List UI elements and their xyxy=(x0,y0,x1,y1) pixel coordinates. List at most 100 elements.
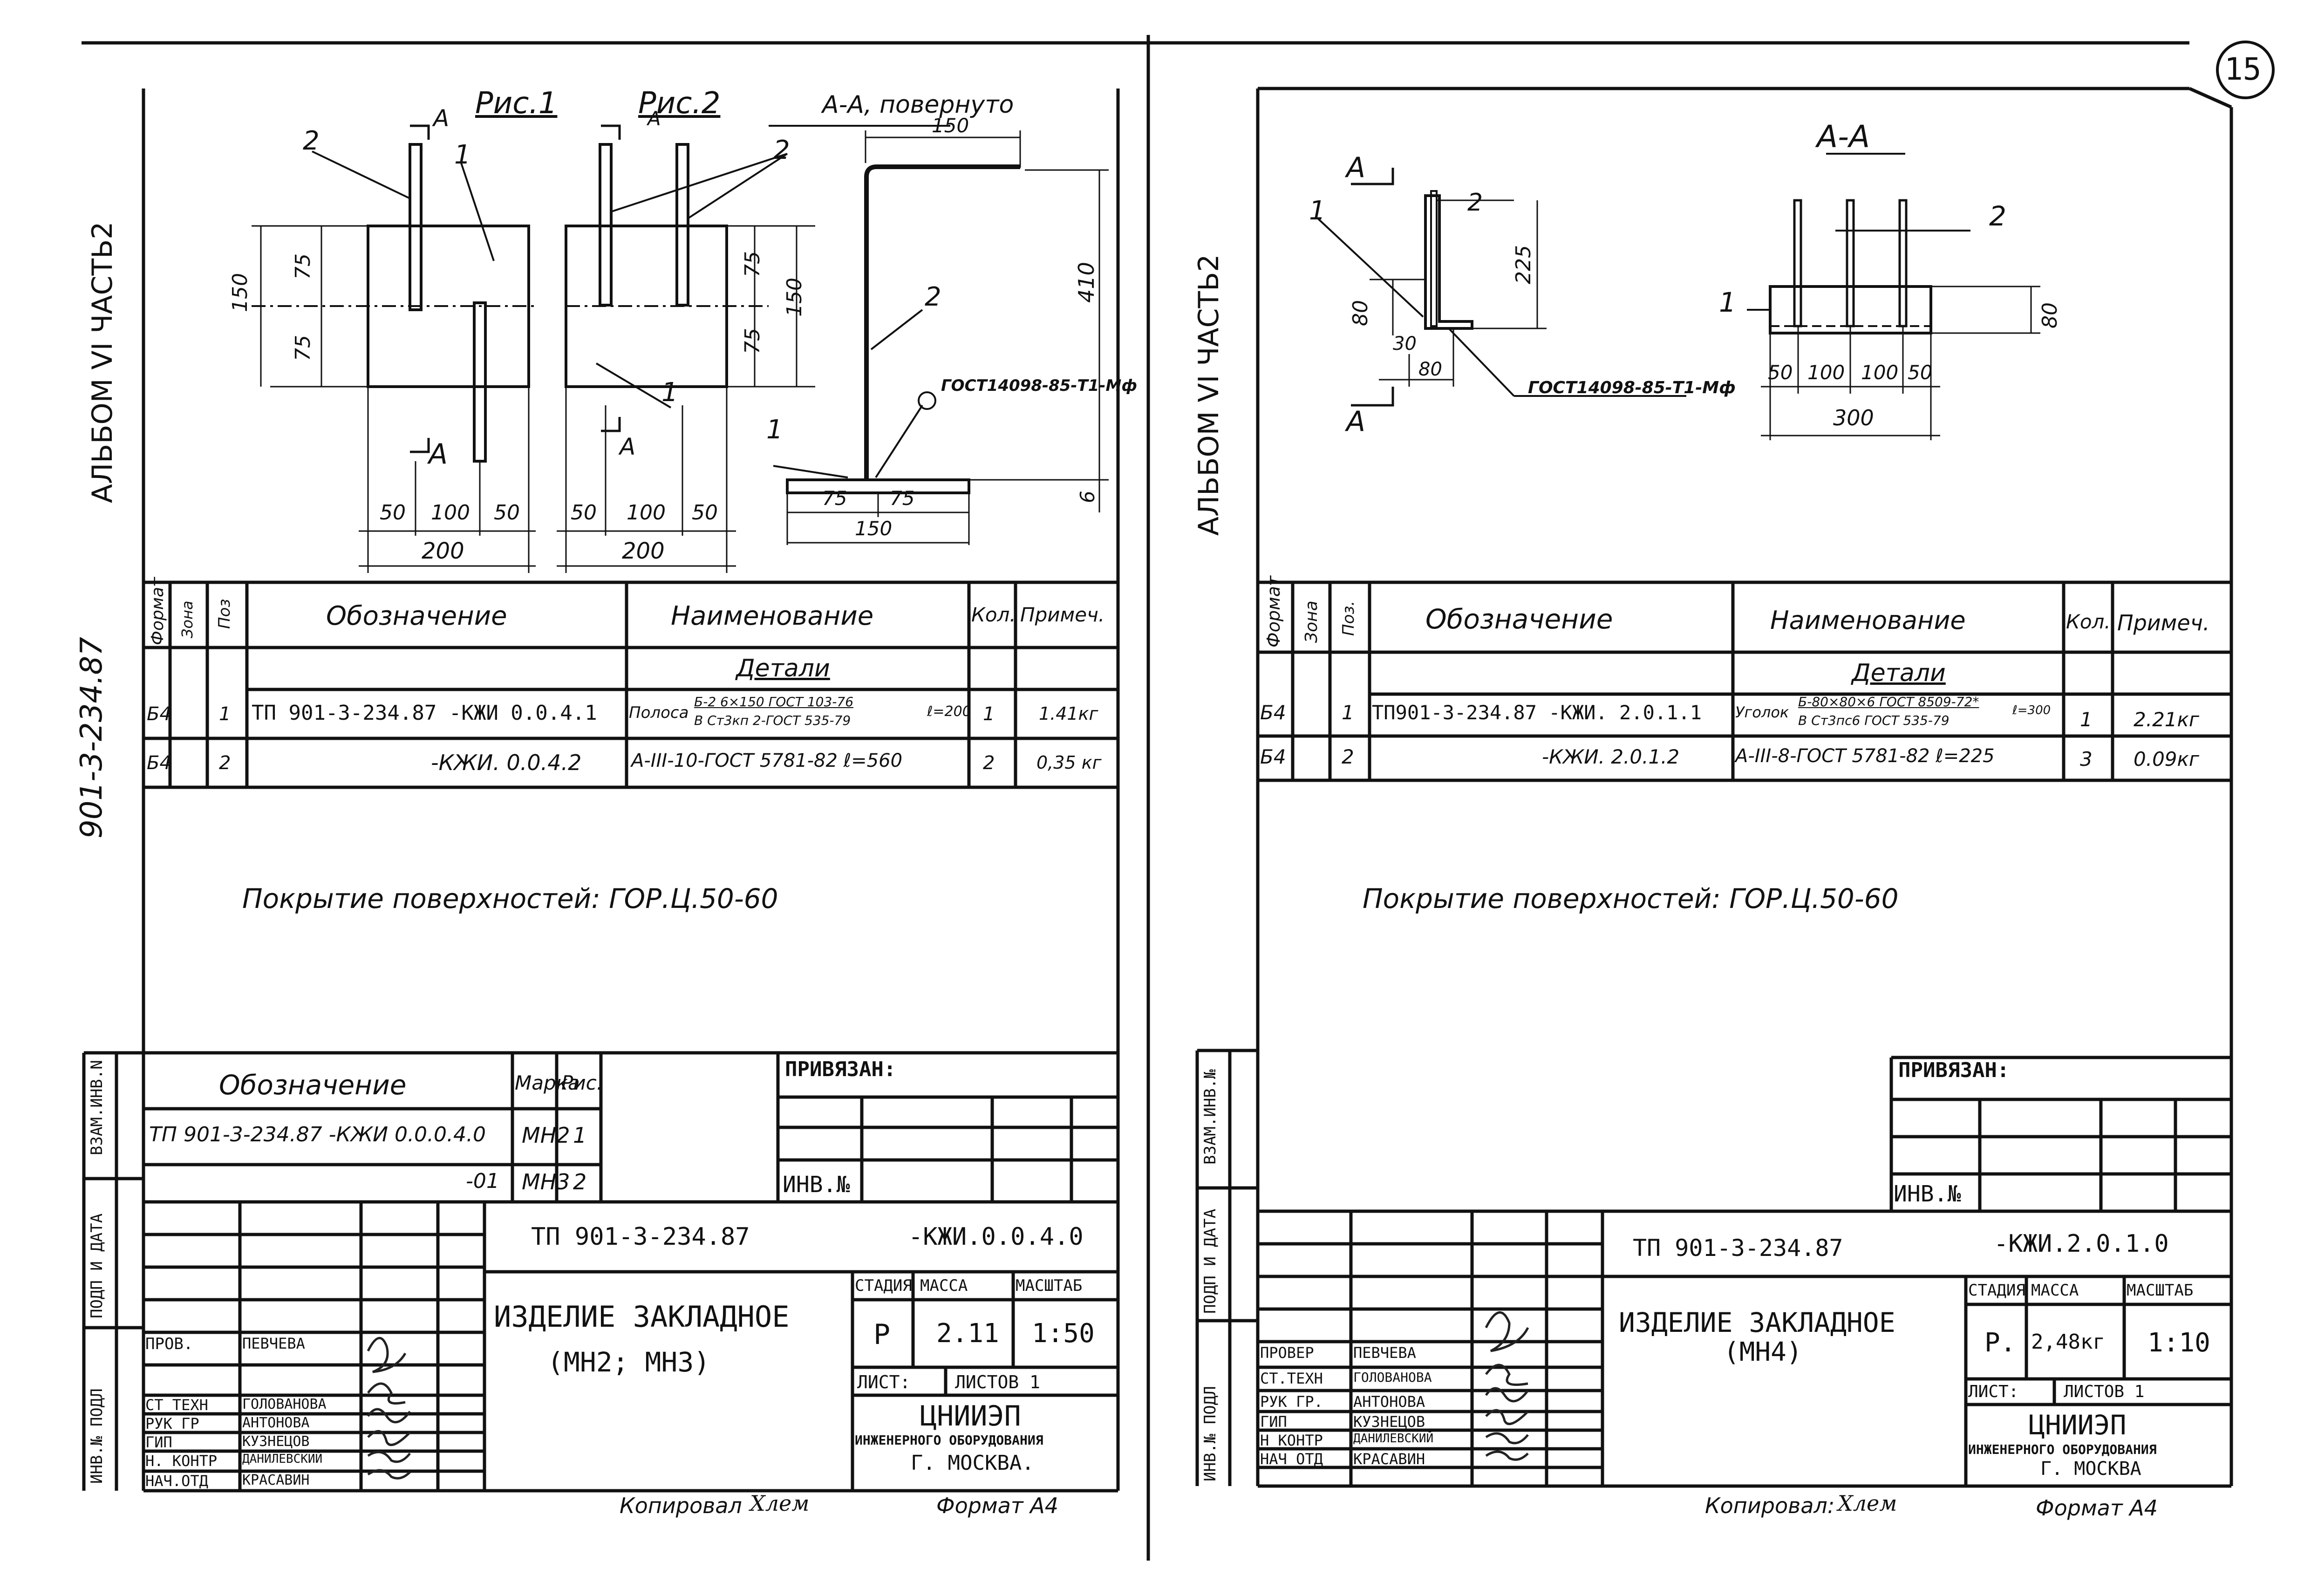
spec-pos: 1 xyxy=(219,703,231,725)
spec-designation: ТП 901-3-234.87 -КЖИ 0.0.4.1 xyxy=(252,701,597,725)
mass-header: МАССА xyxy=(2031,1281,2079,1300)
scale-value: 1:10 xyxy=(2147,1328,2210,1358)
org-name: ЦНИИЭП xyxy=(2029,1409,2127,1441)
leader-label: 1 xyxy=(766,415,783,445)
section-title: А-А, повернуто xyxy=(822,91,1014,119)
spec-designation: -КЖИ. 0.0.4.2 xyxy=(431,750,582,775)
spec-pos: 1 xyxy=(1342,701,1354,724)
page-number: 15 xyxy=(2224,51,2262,87)
spec-name-suffix: ℓ=300 xyxy=(2012,703,2051,717)
vmarks-header-designation: Обозначение xyxy=(219,1069,407,1101)
side-doc-code: 901-3-234.87 xyxy=(75,637,109,839)
section-letter: А xyxy=(1346,151,1366,184)
weld-note: ГОСТ14098-85-Т1-Мф xyxy=(941,376,1138,395)
spec-header-format: Формат xyxy=(148,577,167,645)
dim-50: 50 xyxy=(571,501,597,525)
stage-header: СТАДИЯ xyxy=(1968,1281,2025,1300)
privyazan-label: ПРИВЯЗАН: xyxy=(785,1057,896,1081)
coating-note: Покрытие поверхностей: ГОР.Ц.50-60 xyxy=(242,883,778,914)
spec-format: Б4 xyxy=(147,752,171,774)
dim-150: 150 xyxy=(932,114,969,137)
spec-note: 1.41кг xyxy=(1039,703,1098,724)
dim-150: 150 xyxy=(783,278,806,317)
person-name: АНТОНОВА xyxy=(242,1415,310,1431)
dim-100: 100 xyxy=(431,501,470,525)
role-label: ГИП xyxy=(1260,1413,1287,1431)
stamp-code: ТП 901-3-234.87 xyxy=(531,1223,750,1251)
inv-no-label: ИНВ.№ xyxy=(1894,1181,1961,1207)
copied-by: Копировал xyxy=(620,1493,742,1518)
scale-value: 1:50 xyxy=(1032,1318,1095,1349)
leader-label: 2 xyxy=(773,135,790,165)
stamp-code-suffix: -КЖИ.0.0.4.0 xyxy=(908,1223,1084,1251)
dim-50: 50 xyxy=(1908,361,1933,384)
dim-75: 75 xyxy=(741,251,764,277)
spec-pos: 2 xyxy=(1342,745,1354,768)
coating-note: Покрытие поверхностей: ГОР.Ц.50-60 xyxy=(1363,883,1899,914)
stage-value: Р. xyxy=(1984,1328,2016,1358)
spec-header-zone: Зона xyxy=(178,600,196,638)
mass-value: 2.11 xyxy=(936,1318,999,1349)
person-name: КУЗНЕЦОВ xyxy=(1353,1413,1425,1431)
spec-header-pos: Поз xyxy=(215,599,234,629)
spec-name-top: Б-80×80×6 ГОСТ 8509-72* xyxy=(1798,694,1979,709)
spec-qty: 2 xyxy=(983,752,995,774)
spec-header-name: Наименование xyxy=(671,601,874,631)
leader-label: 1 xyxy=(454,140,471,170)
dim-50: 50 xyxy=(1768,361,1793,384)
mass-header: МАССА xyxy=(920,1276,968,1295)
spec-name-main: Уголок xyxy=(1735,703,1789,721)
leader-label: 1 xyxy=(661,377,678,408)
dim-75: 75 xyxy=(822,487,847,510)
role-label: Н КОНТР xyxy=(1260,1432,1323,1449)
scale-header: МАСШТАБ xyxy=(1016,1276,1083,1295)
dim-6: 6 xyxy=(1076,491,1099,503)
fig2-title: Рис.2 xyxy=(638,86,721,121)
person-name: ГОЛОВАНОВА xyxy=(242,1396,327,1412)
side-label-podp: ПОДП И ДАТА xyxy=(88,1213,106,1318)
org-city: Г. МОСКВА. xyxy=(911,1451,1034,1475)
spec-name-top: Б-2 6×150 ГОСТ 103-76 xyxy=(694,694,854,709)
spec-header-zone: Зона xyxy=(1302,600,1321,643)
vmarks-fig: 2 xyxy=(573,1169,587,1194)
person-name: ДАНИЛЕВСКИЙ xyxy=(1353,1432,1434,1446)
spec-designation: ТП901-3-234.87 -КЖИ. 2.0.1.1 xyxy=(1372,701,1702,724)
copied-signature: Хлем xyxy=(750,1491,810,1516)
spec-header-name: Наименование xyxy=(1770,606,1966,635)
person-name: КРАСАВИН xyxy=(242,1472,310,1488)
privyazan-label: ПРИВЯЗАН: xyxy=(1898,1058,2010,1082)
dim-75: 75 xyxy=(291,253,315,280)
vmarks-designation: -01 xyxy=(466,1169,499,1193)
dim-75: 75 xyxy=(741,328,764,354)
dim-80: 80 xyxy=(1418,359,1442,380)
side-label-podp: ПОДП И ДАТА xyxy=(1201,1208,1220,1314)
vmarks-fig: 1 xyxy=(573,1123,587,1148)
stamp-code: ТП 901-3-234.87 xyxy=(1633,1235,1843,1262)
spec-format: Б4 xyxy=(147,703,171,725)
spec-name-suffix: ℓ=200 xyxy=(927,703,971,720)
section-letter: А xyxy=(648,107,661,130)
spec-name-bottom: В Ст3пс6 ГОСТ 535-79 xyxy=(1798,713,1950,728)
weld-note: ГОСТ14098-85-Т1-Мф xyxy=(1528,378,1736,397)
spec-header-qty: Кол. xyxy=(2066,610,2111,633)
dim-100: 100 xyxy=(1861,361,1899,384)
person-name: ГОЛОВАНОВА xyxy=(1353,1370,1432,1385)
album-label: АЛЬБОМ VI ЧАСТЬ2 xyxy=(1193,254,1225,536)
spec-section-title: Детали xyxy=(736,655,830,682)
spec-note: 0.09кг xyxy=(2134,748,2199,771)
dim-150: 150 xyxy=(855,517,893,540)
stage-value: Р xyxy=(873,1318,891,1351)
spec-header-designation: Обозначение xyxy=(1425,603,1613,635)
dim-100: 100 xyxy=(627,501,666,525)
person-name: ПЕВЧЕВА xyxy=(242,1335,305,1352)
section-letter: А xyxy=(620,433,636,460)
spec-header-pos: Поз. xyxy=(1339,600,1358,636)
spec-format: Б4 xyxy=(1260,701,1286,724)
spec-header-note: Примеч. xyxy=(2117,610,2210,635)
sheets-label: ЛИСТОВ 1 xyxy=(2064,1382,2145,1401)
dim-50: 50 xyxy=(494,501,520,525)
role-label: Н. КОНТР xyxy=(145,1452,218,1470)
dim-75: 75 xyxy=(890,487,915,510)
stage-header: СТАДИЯ xyxy=(855,1276,912,1295)
